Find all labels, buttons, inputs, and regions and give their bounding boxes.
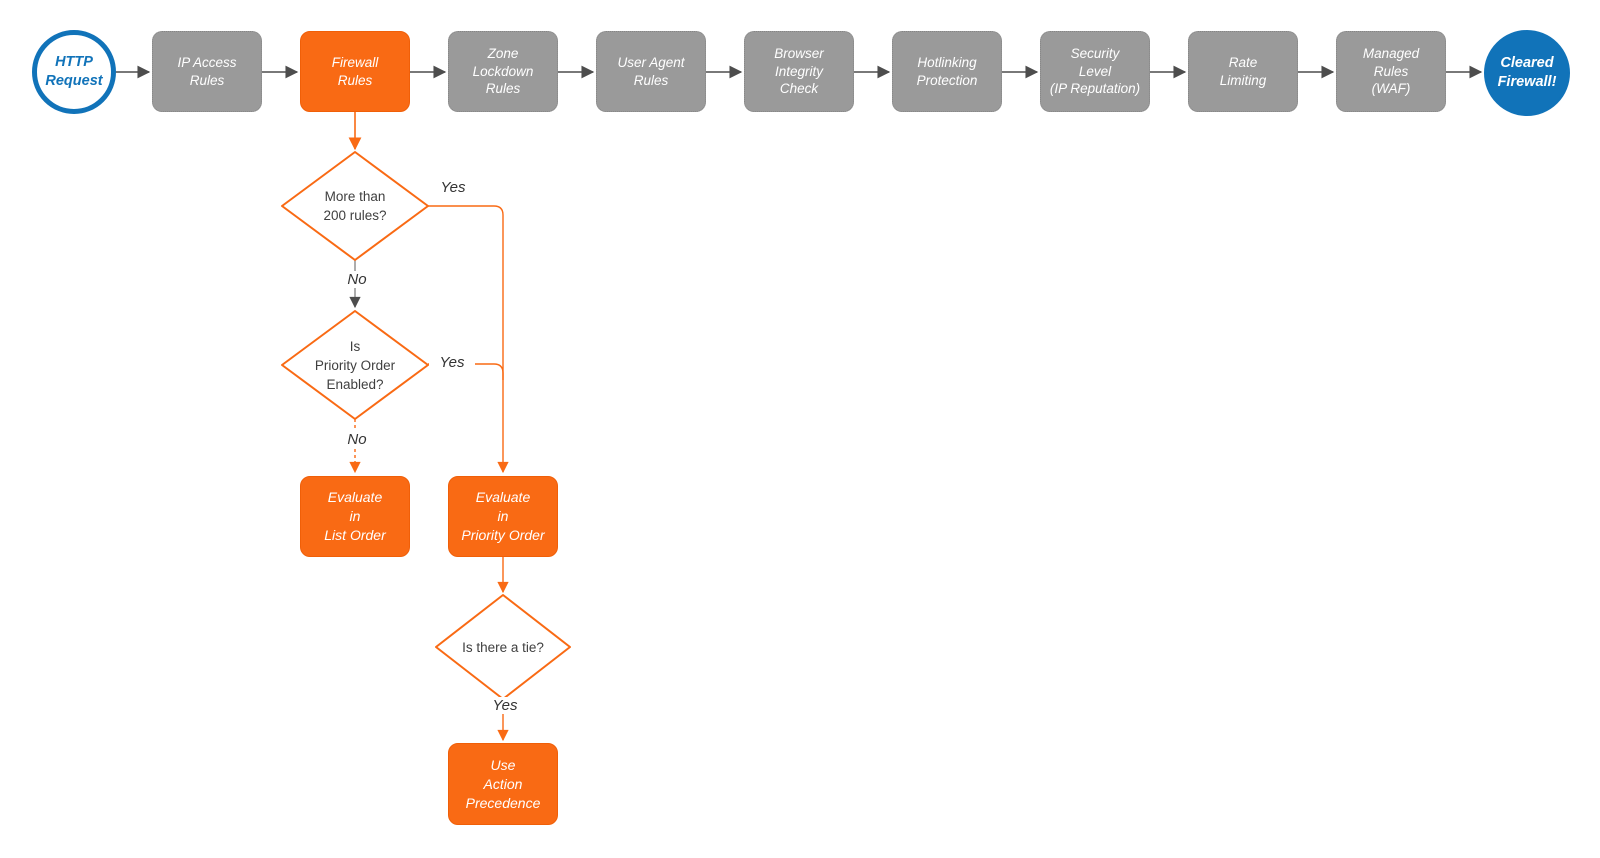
end-node-label: Cleared Firewall!	[1497, 55, 1557, 90]
process-label: Evaluate in List Order	[324, 489, 386, 543]
stage-label: Rate Limiting	[1219, 55, 1267, 88]
stage-security-level: Security Level (IP Reputation)	[1040, 31, 1150, 112]
decision-diamond-more-than-200-rules	[281, 151, 429, 261]
end-node-cleared-firewall: Cleared Firewall!	[1484, 30, 1570, 116]
process-evaluate-in-list-order: Evaluate in List Order	[300, 476, 410, 557]
connector-decision1-yes-to-priority-order	[428, 205, 509, 474]
stage-zone-lockdown-rules: Zone Lockdown Rules	[448, 31, 558, 112]
stage-user-agent-rules: User Agent Rules	[596, 31, 706, 112]
edge-label-no-decision1: No	[338, 271, 376, 288]
stage-label: Browser Integrity Check	[774, 46, 824, 97]
decision-label-more-than-200-rules: More than 200 rules?	[323, 189, 387, 223]
stage-ip-access-rules: IP Access Rules	[152, 31, 262, 112]
stage-browser-integrity-check: Browser Integrity Check	[744, 31, 854, 112]
process-evaluate-in-priority-order: Evaluate in Priority Order	[448, 476, 558, 557]
connector-decision2-yes-merge	[428, 363, 504, 380]
edge-label-no-decision2: No	[338, 431, 376, 448]
decision-label-is-there-a-tie: Is there a tie?	[462, 640, 544, 655]
stage-label: Firewall Rules	[331, 55, 379, 88]
decision-label-priority-order-enabled: Is Priority Order Enabled?	[314, 338, 396, 392]
stage-label: Managed Rules (WAF)	[1362, 46, 1420, 97]
process-label: Evaluate in Priority Order	[461, 489, 545, 543]
stage-hotlinking-protection: Hotlinking Protection	[892, 31, 1002, 112]
edge-label-yes-decision3: Yes	[482, 697, 528, 714]
stage-managed-rules-waf: Managed Rules (WAF)	[1336, 31, 1446, 112]
decision-diamond-priority-order-enabled	[281, 310, 429, 420]
process-use-action-precedence: Use Action Precedence	[448, 743, 558, 825]
edge-label-yes-decision2: Yes	[429, 354, 475, 371]
start-node-http-request: HTTP Request	[32, 30, 116, 114]
stage-label: User Agent Rules	[617, 55, 685, 88]
process-label: Use Action Precedence	[465, 756, 541, 811]
edge-label-yes-decision1: Yes	[430, 179, 476, 196]
stage-firewall-rules: Firewall Rules	[300, 31, 410, 112]
start-node-label: HTTP Request	[45, 54, 103, 89]
stage-rate-limiting: Rate Limiting	[1188, 31, 1298, 112]
stage-label: Hotlinking Protection	[916, 55, 978, 88]
stage-label: Security Level (IP Reputation)	[1049, 46, 1141, 97]
stage-label: IP Access Rules	[177, 55, 237, 88]
stage-label: Zone Lockdown Rules	[472, 46, 534, 97]
